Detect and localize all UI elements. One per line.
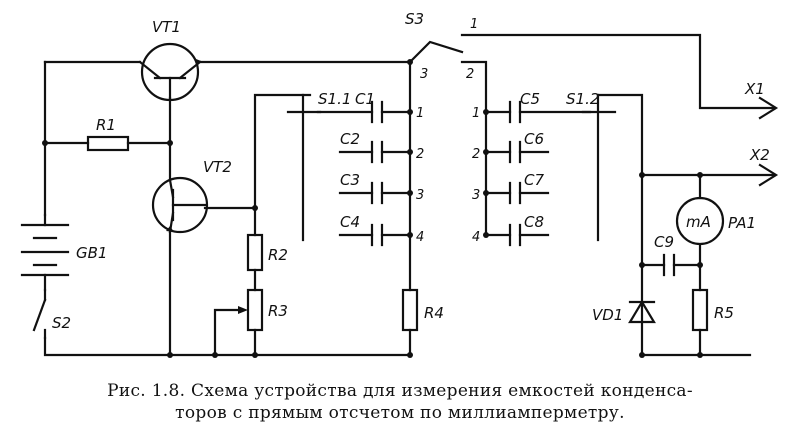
milliammeter-pa1	[675, 196, 725, 246]
label-r2: R2	[268, 246, 288, 264]
label-pa1: PA1	[728, 214, 756, 232]
switch-s1-1	[286, 93, 412, 242]
label-s2: S2	[52, 314, 71, 332]
label-s1-1: S1.1	[318, 90, 351, 108]
transistor-vt1	[138, 42, 202, 102]
capacitors-c1-c4	[370, 100, 384, 247]
switch-s2	[32, 298, 47, 340]
label-c4: C4	[340, 213, 360, 231]
label-x1: X1	[744, 80, 765, 98]
label-r4: R4	[424, 304, 444, 322]
pin-left-1: 1	[416, 106, 424, 121]
pin-right-1: 1	[472, 106, 480, 121]
label-c3: C3	[340, 171, 360, 189]
label-vt2: VT2	[203, 158, 232, 176]
switch-s3	[408, 33, 777, 237]
label-r3: R3	[268, 302, 288, 320]
label-c8: C8	[524, 213, 544, 231]
pin-left-4: 4	[416, 230, 424, 245]
figure-caption: Рис. 1.8. Схема устройства для измерения…	[20, 380, 780, 424]
battery-gb1	[20, 213, 70, 292]
label-s1-2: S1.2	[566, 90, 599, 108]
label-ma: mA	[686, 213, 711, 231]
pin-right-2: 2	[472, 147, 480, 162]
label-c9: C9	[654, 233, 674, 251]
pin-s3-3: 3	[420, 67, 428, 82]
label-gb1: GB1	[76, 244, 107, 262]
pin-s3-1: 1	[470, 17, 478, 32]
transistor-vt2	[151, 176, 209, 234]
switch-s1-2	[581, 93, 644, 357]
caption-line-1: Рис. 1.8. Схема устройства для измерения…	[107, 381, 693, 401]
label-c5: C5	[520, 90, 540, 108]
circuit-schematic: GB1 S2 R1 VT1 VT2 R2 R3 R4	[20, 10, 779, 358]
terminal-x2-arrow	[758, 163, 779, 187]
label-c6: C6	[524, 130, 544, 148]
pin-right-3: 3	[472, 188, 480, 203]
resistor-r2	[246, 233, 264, 272]
right-wiring	[639, 172, 777, 357]
resistor-r4	[401, 288, 419, 332]
pin-s3-2: 2	[466, 67, 474, 82]
pin-left-2: 2	[416, 147, 424, 162]
resistor-r5	[691, 288, 709, 332]
caption-line-2: торов с прямым отсчетом по миллиампермет…	[175, 403, 625, 423]
label-vd1: VD1	[592, 306, 623, 324]
label-r5: R5	[714, 304, 734, 322]
label-r1: R1	[96, 116, 116, 134]
potentiometer-r3	[238, 288, 264, 332]
resistor-r1	[86, 135, 130, 152]
label-vt1: VT1	[152, 18, 181, 36]
label-c2: C2	[340, 130, 360, 148]
junctions	[42, 140, 703, 358]
capacitors-c5-c8	[484, 100, 592, 247]
pin-right-4: 4	[472, 230, 480, 245]
label-c7: C7	[524, 171, 544, 189]
capacitor-c9	[662, 253, 676, 277]
label-c1: C1	[355, 90, 375, 108]
diode-vd1	[628, 299, 656, 324]
left-wiring	[43, 60, 412, 357]
label-s3: S3	[405, 10, 424, 28]
label-x2: X2	[749, 146, 770, 164]
pin-left-3: 3	[416, 188, 424, 203]
terminal-x1-arrow	[758, 96, 779, 120]
